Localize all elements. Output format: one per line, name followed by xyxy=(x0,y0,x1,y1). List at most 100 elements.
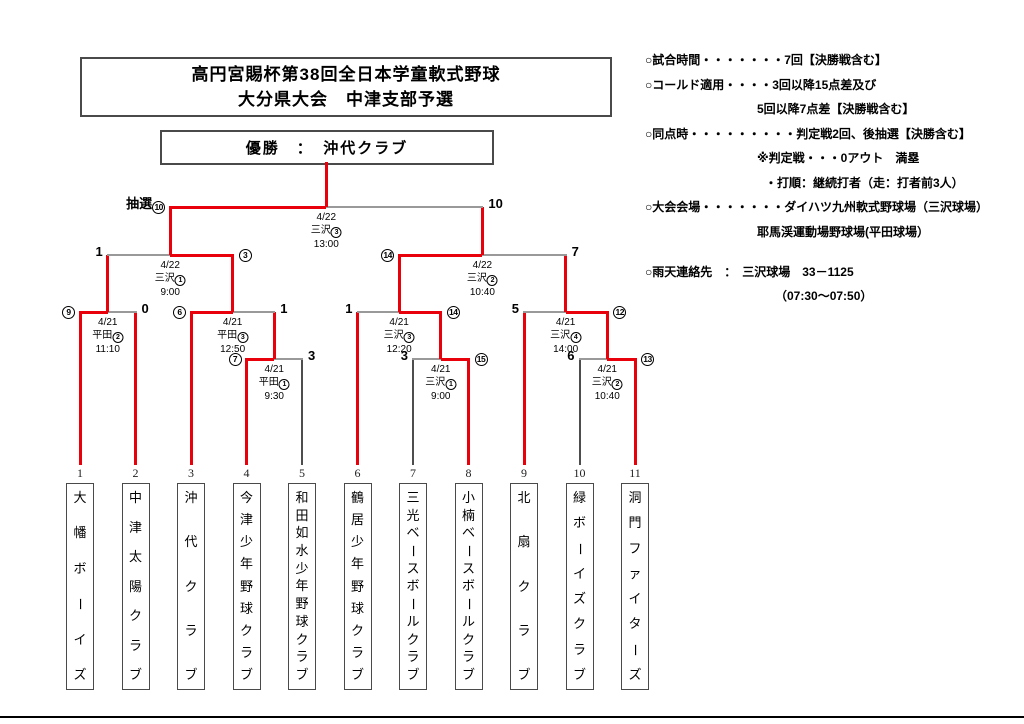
circled-number: 9 xyxy=(62,305,75,319)
circled-number: 4 xyxy=(570,332,582,343)
match-qf3-bar-winner xyxy=(399,310,443,314)
note-line-10: （07:30～07:50） xyxy=(775,289,873,303)
team-number-6: 6 xyxy=(354,466,361,480)
team-name-char: ボ xyxy=(73,560,87,576)
match-sl-score-left: 1 xyxy=(95,244,103,259)
team-name-char: 光 xyxy=(406,507,420,523)
match-sr-score-right: 7 xyxy=(571,244,579,259)
match-sr-score-left: 14 xyxy=(381,245,395,262)
team-leg-6 xyxy=(356,312,359,465)
team-name-char: フ xyxy=(628,540,642,556)
circled-number: 2 xyxy=(611,379,623,390)
team-name-char: 少 xyxy=(295,560,309,576)
circled-number: 3 xyxy=(238,248,252,262)
match-qf1-bar-loser xyxy=(107,311,137,313)
note-line-8: 耶馬渓運動場野球場(平田球場） xyxy=(757,224,929,239)
team-number-7: 7 xyxy=(410,466,416,480)
team-leg-11 xyxy=(633,359,637,465)
match-qf1-date: 4/21 xyxy=(98,317,118,328)
title-line-2: 大分県大会 中津支部予選 xyxy=(238,90,454,109)
circled-number: 1 xyxy=(278,379,290,390)
match-pa-date: 4/21 xyxy=(264,364,284,375)
team-name-char: 大 xyxy=(73,490,87,505)
title-line-1: 高円宮賜杯第38回全日本学童軟式野球 xyxy=(191,64,501,84)
match-f-score-right: 10 xyxy=(488,196,503,211)
match-qf3-date: 4/21 xyxy=(389,317,409,328)
match-qf1-score-left: 9 xyxy=(62,302,75,319)
note-line-1: ○試合時間・・・・・・・7回【決勝戦含む】 xyxy=(645,53,887,67)
team-name-char: 水 xyxy=(295,543,309,559)
team-name-char: ス xyxy=(406,560,420,576)
team-name-char: ク xyxy=(572,616,586,632)
team-name-char: ラ xyxy=(350,644,364,660)
team-name-char: ス xyxy=(461,560,475,576)
team-leg-1 xyxy=(78,312,82,465)
match-sr-riser xyxy=(480,207,484,255)
team-name-char: ラ xyxy=(239,644,253,660)
team-box-11: 洞門ファイターズ xyxy=(621,483,649,690)
circled-number: 3 xyxy=(237,332,249,343)
team-box-6: 鶴居少年野球クラブ xyxy=(343,483,372,690)
match-f-date: 4/22 xyxy=(316,212,337,223)
match-f-time: 13:00 xyxy=(313,239,339,250)
team-name-char: 陽 xyxy=(128,578,142,594)
match-pb-bar-loser xyxy=(412,358,441,360)
circled-number: 2 xyxy=(112,332,124,343)
team-name-char: ー xyxy=(405,597,421,611)
team-leg-9 xyxy=(522,312,526,465)
match-qf2-score-right: 1 xyxy=(280,301,288,316)
team-name-char: 田 xyxy=(295,507,309,523)
match-qf3-bar-loser xyxy=(356,311,400,313)
team-name-char: 年 xyxy=(350,556,364,572)
team-name-char: ボ xyxy=(406,578,420,594)
team-name-char: ク xyxy=(184,578,198,594)
team-name-char: 鶴 xyxy=(350,490,364,505)
match-qf4-bar-winner xyxy=(565,310,609,314)
team-name-char: 楠 xyxy=(461,507,475,523)
team-box-9: 北扇クラブ xyxy=(510,483,538,690)
match-sl-bar-loser xyxy=(106,254,171,256)
match-pc-score-right: 13 xyxy=(641,349,654,366)
match-sr-bar-loser xyxy=(482,254,567,256)
match-pc-riser xyxy=(605,312,609,359)
note-line-7: ○大会会場・・・・・・・ダイハツ九州軟式野球場（三沢球場） xyxy=(645,200,989,214)
match-pa-score-left: 7 xyxy=(228,349,242,366)
match-pb-riser xyxy=(439,312,443,359)
match-sl-score-right: 3 xyxy=(238,245,252,262)
match-f-bar-loser xyxy=(326,206,484,208)
match-qf2-riser xyxy=(231,255,235,312)
note-line-2: ○コールド適用・・・・3回以降15点差及び xyxy=(645,77,877,92)
team-name-char: ボ xyxy=(461,578,475,594)
team-name-char: イ xyxy=(572,565,586,581)
match-qf1-time: 11:10 xyxy=(95,344,120,355)
team-name-char: ラ xyxy=(295,649,309,665)
match-qf2-date: 4/21 xyxy=(222,317,243,328)
rules-notes: ○試合時間・・・・・・・7回【決勝戦含む】 ○コールド適用・・・・3回以降15点差… xyxy=(645,52,1017,313)
team-name-char: ラ xyxy=(406,649,420,665)
match-pc-date: 4/21 xyxy=(597,364,617,375)
team-box-8: 小楠ベースボールクラブ xyxy=(454,483,483,690)
team-name-char: ク xyxy=(517,578,531,594)
team-name-char: ー xyxy=(461,544,477,558)
team-name-char: ル xyxy=(406,613,420,629)
team-number-11: 11 xyxy=(629,466,641,480)
team-name-char: ブ xyxy=(239,667,253,682)
match-pa-bar-winner xyxy=(245,357,275,361)
team-name-char: 球 xyxy=(350,600,364,616)
circled-number: 6 xyxy=(173,305,186,319)
team-box-10: 緑ボーイズクラブ xyxy=(565,483,594,690)
team-name-char: ル xyxy=(461,613,475,629)
team-name-char: ク xyxy=(128,608,142,623)
match-sl-date: 4/22 xyxy=(160,260,180,271)
match-qf2-time: 12:50 xyxy=(220,344,246,355)
match-pa-riser xyxy=(272,312,276,359)
note-line-5: ※判定戦・・・0アウト 満塁 xyxy=(757,151,920,165)
team-name-char: ー xyxy=(572,542,588,556)
team-name-char: 緑 xyxy=(572,490,586,505)
